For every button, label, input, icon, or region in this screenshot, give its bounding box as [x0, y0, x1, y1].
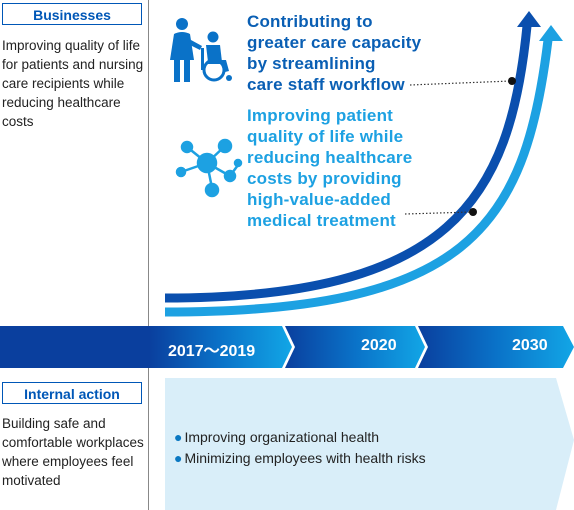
internal-action-item: ●Minimizing employees with health risks	[174, 448, 426, 469]
quality-of-life-curve	[164, 39, 553, 317]
care-capacity-marker	[508, 77, 516, 85]
quality-of-life-line-1: Improving patient	[247, 106, 394, 125]
care-capacity-arrowhead	[517, 11, 541, 27]
timeline-band	[0, 326, 574, 368]
internal-action-item-text: Improving organizational health	[184, 429, 380, 445]
care-capacity-line-3: by streamlining	[247, 54, 376, 73]
care-capacity-line-1: Contributing to	[247, 12, 373, 31]
quality-of-life-arrowhead	[539, 25, 563, 41]
care-capacity-line-4: care staff workflow	[247, 75, 405, 94]
quality-of-life-line-2: quality of life while	[247, 127, 404, 146]
molecule-network-icon	[175, 138, 243, 198]
internal-action-item: ●Improving organizational health	[174, 427, 426, 448]
care-capacity-goal: Contributing to greater care capacity by…	[247, 11, 421, 95]
quality-of-life-line-3: reducing healthcare	[247, 148, 413, 167]
businesses-description: Improving quality of life for patients a…	[2, 38, 144, 129]
internal-action-list: ●Improving organizational health ●Minimi…	[174, 427, 426, 469]
bullet-icon: ●	[174, 450, 183, 466]
bullet-icon: ●	[174, 429, 183, 445]
businesses-tag: Businesses	[2, 3, 142, 25]
quality-of-life-line-5: high-value-added	[247, 190, 391, 209]
internal-action-item-text: Minimizing employees with health risks	[184, 450, 426, 466]
timeline-label-2017-2019: 2017～2019	[168, 343, 256, 360]
divider-top	[148, 0, 149, 326]
quality-of-life-line-4: costs by providing	[247, 169, 402, 188]
quality-of-life-marker	[469, 208, 477, 216]
caregiver-wheelchair-icon	[170, 18, 232, 82]
divider-bottom	[148, 368, 149, 510]
care-capacity-curve	[164, 25, 532, 303]
care-capacity-line-2: greater care capacity	[247, 33, 422, 52]
timeline-label-2030: 2030	[512, 337, 548, 354]
quality-of-life-line-6: medical treatment	[247, 211, 396, 230]
internal-action-tag: Internal action	[2, 382, 142, 404]
care-capacity-leader-line	[409, 80, 512, 86]
quality-of-life-leader-line	[404, 211, 473, 215]
timeline-label-2020: 2020	[361, 337, 397, 354]
internal-action-description: Building safe and comfortable workplaces…	[2, 416, 144, 488]
internal-action-panel	[165, 378, 574, 510]
quality-of-life-goal: Improving patient quality of life while …	[247, 105, 412, 231]
